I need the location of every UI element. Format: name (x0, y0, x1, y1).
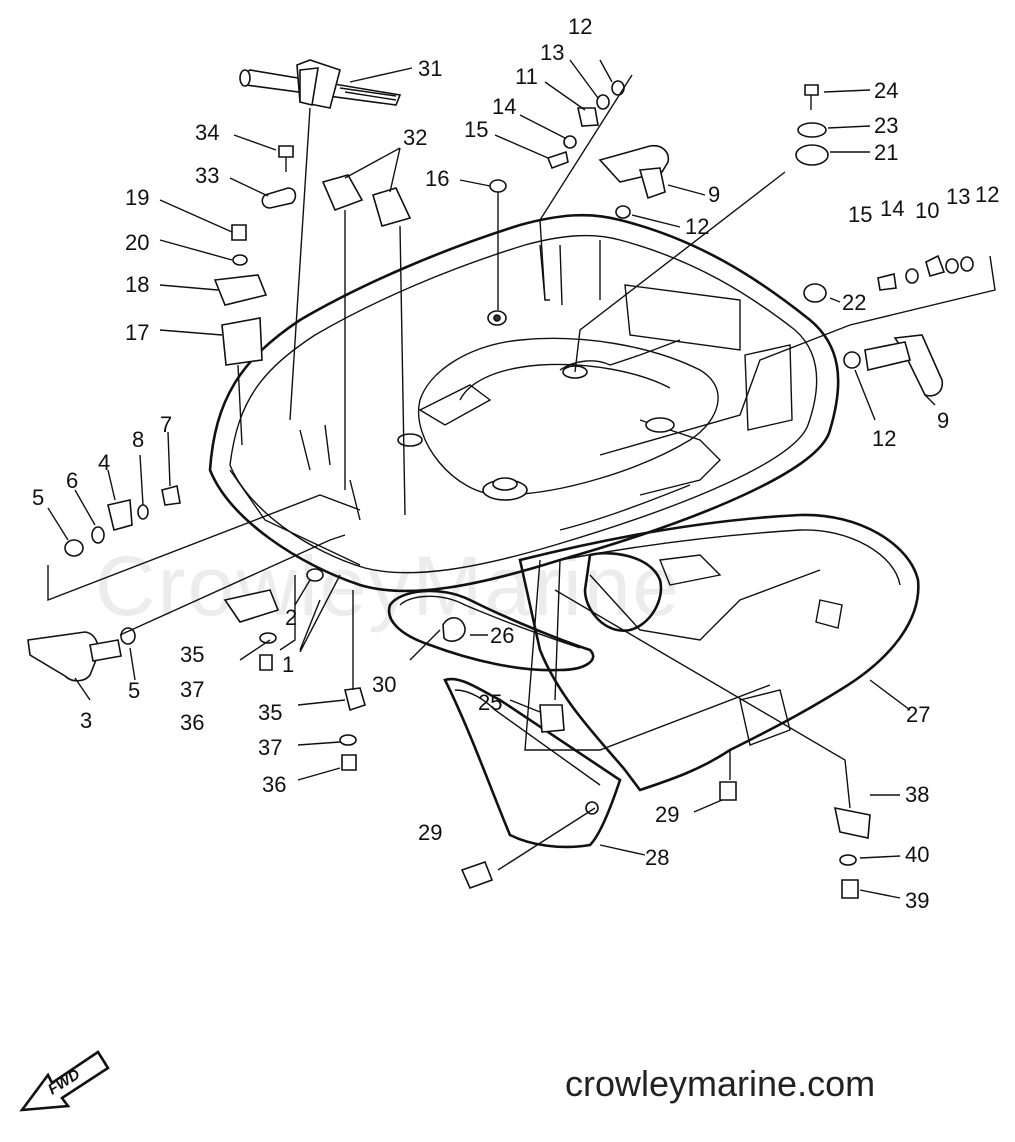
callout-7: 7 (160, 412, 172, 437)
callout-14: 14 (492, 94, 516, 119)
callout-17: 17 (125, 320, 149, 345)
callout-9: 9 (708, 182, 720, 207)
callout-37: 37 (258, 735, 282, 760)
site-url: crowleymarine.com (565, 1063, 875, 1104)
callout-13: 13 (946, 184, 970, 209)
callout-34: 34 (195, 120, 219, 145)
callout-13: 13 (540, 40, 564, 65)
callout-23: 23 (874, 113, 898, 138)
callout-3: 3 (80, 708, 92, 733)
callout-30: 30 (372, 672, 396, 697)
callout-20: 20 (125, 230, 149, 255)
callout-35: 35 (180, 642, 204, 667)
callout-6: 6 (66, 468, 78, 493)
callout-15: 15 (848, 202, 872, 227)
callout-31: 31 (418, 56, 442, 81)
handle-9-upper (598, 144, 670, 219)
callout-15: 15 (464, 117, 488, 142)
callout-27: 27 (906, 702, 930, 727)
callout-37: 37 (180, 677, 204, 702)
lower-cover-28 (443, 677, 622, 849)
callout-12: 12 (568, 14, 592, 39)
callout-12: 12 (872, 426, 896, 451)
leader-lines (47, 59, 996, 899)
callout-1: 1 (282, 652, 294, 677)
callout-22: 22 (842, 290, 866, 315)
callout-19: 19 (125, 185, 149, 210)
callout-32: 32 (403, 125, 427, 150)
handle-3 (27, 627, 136, 682)
callout-36: 36 (262, 772, 286, 797)
callout-38: 38 (905, 782, 929, 807)
callout-9: 9 (937, 408, 949, 433)
callout-4: 4 (98, 450, 110, 475)
callout-29: 29 (655, 802, 679, 827)
callout-10: 10 (915, 198, 939, 223)
callout-25: 25 (478, 690, 502, 715)
callout-labels: 31 12 13 11 14 15 24 23 21 34 32 33 16 9… (32, 14, 999, 913)
callout-8: 8 (132, 427, 144, 452)
callout-26: 26 (490, 623, 514, 648)
handle-9-right (843, 334, 944, 397)
callout-5: 5 (128, 678, 140, 703)
fwd-direction-badge: FWD (19, 1050, 110, 1112)
fwd-label: FWD (45, 1066, 83, 1099)
callout-12: 12 (685, 214, 709, 239)
callout-12: 12 (975, 182, 999, 207)
callout-40: 40 (905, 842, 929, 867)
bolt-31 (239, 59, 402, 109)
callout-28: 28 (645, 845, 669, 870)
callout-14: 14 (880, 196, 904, 221)
seal-30 (387, 589, 595, 672)
callout-21: 21 (874, 140, 898, 165)
small-parts (64, 80, 974, 899)
callout-35: 35 (258, 700, 282, 725)
callout-24: 24 (874, 78, 898, 103)
callout-11: 11 (515, 64, 538, 89)
callout-2: 2 (285, 605, 297, 630)
apron-27 (518, 513, 920, 792)
bottom-cowling (208, 213, 840, 593)
callout-16: 16 (425, 166, 449, 191)
callout-36: 36 (180, 710, 204, 735)
callout-5: 5 (32, 485, 44, 510)
callout-29: 29 (418, 820, 442, 845)
callout-39: 39 (905, 888, 929, 913)
callout-18: 18 (125, 272, 149, 297)
callout-33: 33 (195, 163, 219, 188)
